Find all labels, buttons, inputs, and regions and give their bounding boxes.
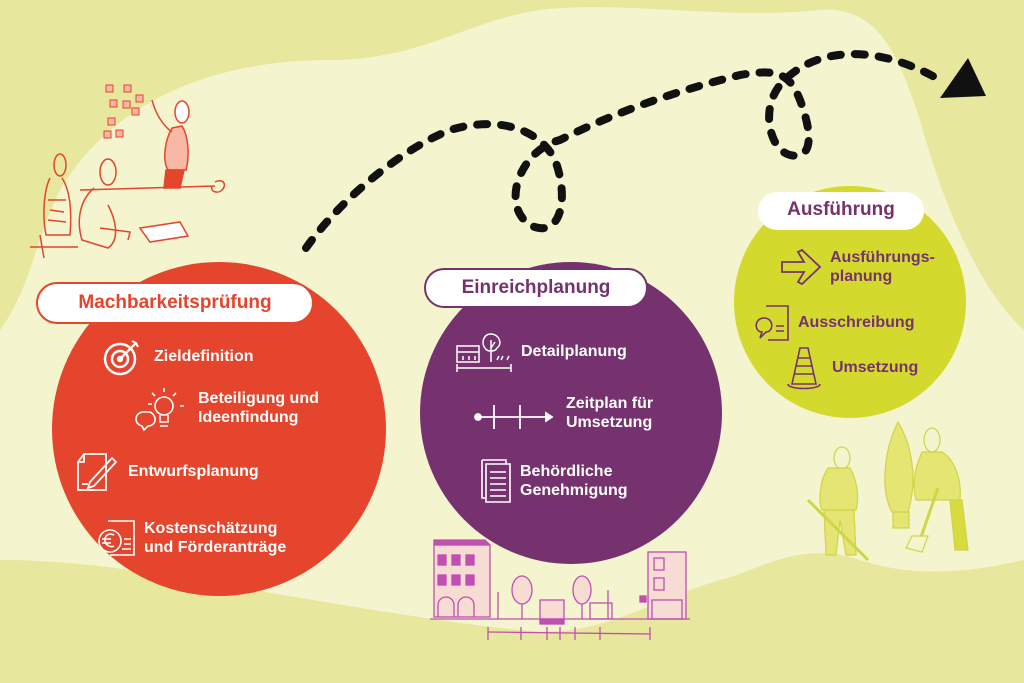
phase-title-einreichplanung: Einreichplanung (424, 268, 648, 308)
arrow-right-icon (781, 248, 822, 286)
item-label: Ausschreibung (798, 314, 915, 332)
phase-einreichplanung (420, 262, 722, 564)
lightbulb-speech-icon (135, 388, 184, 432)
item-behoerdliche-genehmigung: Behördliche Genehmigung (478, 458, 628, 504)
item-detailplanung: Detailplanung (455, 330, 627, 374)
target-icon (103, 340, 139, 376)
item-ausschreibung: Ausschreibung (752, 304, 914, 342)
documents-icon (481, 459, 511, 503)
timeline-icon (474, 405, 554, 429)
item-entwurfsplanung: Entwurfsplanung (76, 452, 259, 492)
arrowhead-icon (940, 58, 986, 98)
item-zeitplan: Zeitplan für Umsetzung (474, 393, 653, 433)
item-label: Zeitplan für Umsetzung (566, 394, 654, 431)
item-label: Detailplanung (521, 343, 627, 361)
item-zieldefinition: Zieldefinition (102, 337, 254, 377)
item-label: Umsetzung (832, 359, 919, 377)
item-label: Ausführungs- planung (830, 248, 935, 285)
item-umsetzung: Umsetzung (786, 346, 918, 390)
bench-tree-icon (456, 333, 512, 372)
item-label: Zieldefinition (154, 348, 254, 366)
phase-title-machbarkeitspruefung: Machbarkeitsprüfung (36, 282, 314, 324)
phase-title-ausfuehrung: Ausführung (758, 192, 924, 230)
euro-document-icon (98, 520, 135, 556)
traffic-cone-icon (787, 347, 821, 390)
speech-document-icon (755, 305, 789, 341)
item-beteiligung: Beteiligung und Ideenfindung (130, 384, 319, 432)
item-label: Kostenschätzung und Förderanträge (144, 519, 287, 556)
item-label: Behördliche Genehmigung (520, 462, 628, 499)
item-label: Entwurfsplanung (128, 463, 259, 481)
document-pencil-icon (77, 453, 118, 491)
item-kostenschaetzung: Kostenschätzung und Förderanträge (96, 517, 286, 559)
item-label: Beteiligung und Ideenfindung (198, 389, 319, 426)
item-ausfuehrungsplanung: Ausführungs- planung (780, 246, 935, 288)
